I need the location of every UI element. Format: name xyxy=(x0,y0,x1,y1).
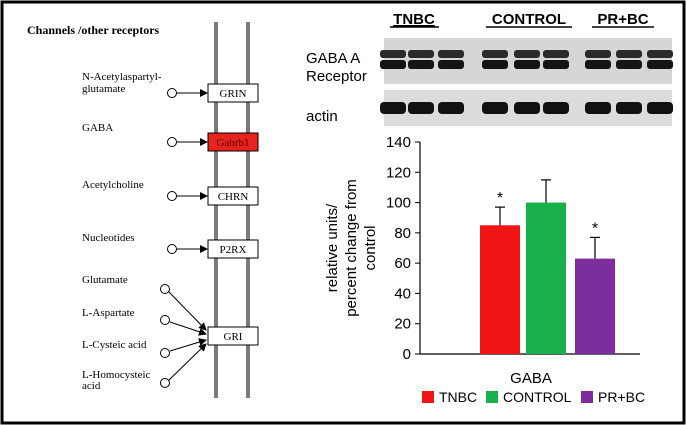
blot-row-label-receptor: GABA A xyxy=(306,50,360,67)
pathway-diagram: Channels /other receptors N-Acetylaspart… xyxy=(27,22,259,398)
blot-band xyxy=(408,50,434,58)
blot-band xyxy=(585,50,611,58)
blot-band xyxy=(585,102,611,114)
y-axis: 0 20 40 60 80 100 120 140 xyxy=(386,134,640,363)
ligand-label: GABA xyxy=(82,122,113,134)
y-axis-label-line1: relative units/ xyxy=(324,203,341,292)
ligand-label: L-Cysteic acid xyxy=(82,339,147,351)
legend-label: PR+BC xyxy=(598,389,645,405)
blot-band xyxy=(585,60,611,69)
pathway-title: Channels /other receptors xyxy=(27,23,160,37)
blot-band xyxy=(616,60,642,69)
blot-band xyxy=(616,102,642,114)
ligand-label: L-Homocysteic xyxy=(82,369,151,381)
ligand-label-line2: acid xyxy=(82,380,101,392)
y-tick-label: 140 xyxy=(386,134,411,151)
ligand-arrow xyxy=(168,343,207,381)
y-tick-label: 60 xyxy=(394,255,411,272)
blot-band xyxy=(438,60,464,69)
y-tick-label: 20 xyxy=(394,316,411,333)
blot-row-label-receptor-line2: Receptor xyxy=(306,68,367,85)
legend-swatch xyxy=(486,391,498,403)
blot-band xyxy=(438,102,464,114)
blot-band xyxy=(647,102,673,114)
blot-band xyxy=(543,60,569,69)
receptor-box-gri xyxy=(207,326,259,346)
ligand-arrow xyxy=(169,338,207,352)
blot-band xyxy=(380,102,406,114)
receptor-label: P2RX xyxy=(220,244,247,256)
blot-band xyxy=(616,50,642,58)
ligand-node xyxy=(167,191,177,201)
blot-band xyxy=(482,60,508,69)
legend-label: TNBC xyxy=(439,389,477,405)
significance-marker: * xyxy=(592,220,598,237)
ligand-node xyxy=(160,284,170,294)
western-blot: TNBC CONTROL PR+BC GABA A Receptor actin xyxy=(306,11,673,126)
blot-band xyxy=(380,50,406,58)
blot-band xyxy=(482,102,508,114)
receptor-box-grin xyxy=(207,83,259,103)
blot-bands-receptor xyxy=(380,50,673,69)
legend-swatch xyxy=(422,391,434,403)
blot-band xyxy=(380,60,406,69)
receptor-box-chrn xyxy=(207,186,259,206)
significance-marker: * xyxy=(497,190,503,207)
y-axis-label-line2: percent change from xyxy=(343,179,360,317)
legend-swatch xyxy=(581,391,593,403)
legend: TNBC CONTROL PR+BC xyxy=(422,389,645,405)
ligand-arrow xyxy=(168,291,207,331)
blot-group-label-tnbc: TNBC xyxy=(393,11,435,28)
ligand-node xyxy=(167,244,177,254)
ligand-arrow xyxy=(169,321,207,336)
blot-band xyxy=(543,50,569,58)
y-tick-label: 80 xyxy=(394,225,411,242)
receptor-box-p2rx xyxy=(207,239,259,259)
ligand-node xyxy=(160,315,170,325)
blot-band xyxy=(408,60,434,69)
ligand-node xyxy=(167,137,177,147)
ligand-label: Glutamate xyxy=(82,274,128,286)
y-tick-label: 40 xyxy=(394,285,411,302)
ligand-node xyxy=(160,348,170,358)
blot-band xyxy=(543,102,569,114)
blot-band xyxy=(408,102,434,114)
bar-control xyxy=(526,202,566,354)
blot-band xyxy=(514,60,540,69)
blot-band xyxy=(438,50,464,58)
x-axis-label: GABA xyxy=(510,370,552,387)
y-tick-label: 100 xyxy=(386,195,411,212)
blot-row-label-actin: actin xyxy=(306,108,338,125)
blot-group-label-prbc: PR+BC xyxy=(597,11,648,28)
ligand-label: Acetylcholine xyxy=(82,179,144,191)
receptor-label: CHRN xyxy=(218,191,249,203)
receptor-label: Gabrb1 xyxy=(217,137,250,149)
receptor-label: GRI xyxy=(224,331,243,343)
legend-label: CONTROL xyxy=(503,389,572,405)
blot-band xyxy=(514,102,540,114)
receptor-box-gabrb1 xyxy=(207,132,259,152)
bar-tnbc xyxy=(480,225,520,354)
bars: ** xyxy=(480,179,615,354)
ligand-node xyxy=(160,378,170,388)
ligand-label: L-Aspartate xyxy=(82,307,135,319)
y-tick-label: 120 xyxy=(386,164,411,181)
ligand-label: N-Acetylaspartyl- xyxy=(82,71,162,83)
ligand-label: Nucleotides xyxy=(82,232,135,244)
bar-pr-bc xyxy=(575,258,615,354)
blot-band xyxy=(647,60,673,69)
blot-bands-actin xyxy=(380,102,673,114)
ligand-node xyxy=(167,88,177,98)
blot-band xyxy=(482,50,508,58)
receptor-label: GRIN xyxy=(220,88,247,100)
y-tick-label: 0 xyxy=(403,346,411,363)
blot-group-label-control: CONTROL xyxy=(492,11,566,28)
y-axis-label-line3: control xyxy=(362,225,379,270)
ligand-label-line2: glutamate xyxy=(82,83,125,95)
blot-band xyxy=(647,50,673,58)
blot-band xyxy=(514,50,540,58)
